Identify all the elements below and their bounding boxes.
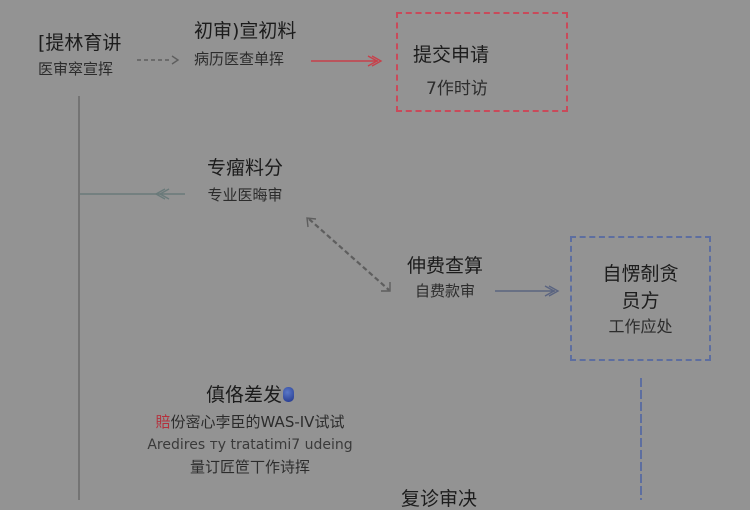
node-selfpay-box[interactable] xyxy=(570,236,711,361)
node-submit-box[interactable] xyxy=(396,12,568,112)
node-initial-review-subtitle: 病历医查单挥 xyxy=(194,50,285,68)
node-initial-review-title: 初审)宣初料 xyxy=(194,20,297,42)
node-report[interactable]: 傎佫差发 賠份宻心孛臣的WAS-IV试试 Aredires ту tratati… xyxy=(130,386,370,475)
node-fee-check[interactable]: 伸费查算 自费款审 xyxy=(400,257,490,299)
node-report-line1-rest: 份宻心孛臣的WAS-IV试试 xyxy=(170,413,345,431)
node-report-line3: 量订匠笸丅作诗挥 xyxy=(189,458,310,476)
node-start-title: [提林育讲 xyxy=(38,32,122,54)
node-fee-check-title: 伸费查算 xyxy=(406,255,483,277)
node-fee-check-subtitle: 自费款审 xyxy=(414,282,475,300)
node-start[interactable]: [提林育讲 医审窣宣挥 xyxy=(38,34,121,77)
node-selfpay-line2: 员方 xyxy=(621,290,660,312)
node-specialist-subtitle: 专业医晦审 xyxy=(207,186,283,204)
node-report-title-row: 傎佫差发 xyxy=(130,386,370,405)
node-report-line1: 賠份宻心孛臣的WAS-IV试试 xyxy=(130,415,370,430)
node-submit-subtitle: 7作时访 xyxy=(426,79,488,99)
edge-specialist-fee-bidirectional xyxy=(308,218,390,291)
pin-icon xyxy=(283,387,294,402)
node-submit-title: 提交申请 xyxy=(413,44,490,66)
node-specialist[interactable]: 专瘤料分 专业医晦审 xyxy=(200,159,290,203)
node-specialist-title: 专瘤料分 xyxy=(206,157,283,179)
node-report-line1-prefix: 賠 xyxy=(155,413,171,431)
node-selfpay: 自愣剞贪 员方 工作应处 xyxy=(572,265,709,335)
node-initial-review[interactable]: 初审)宣初料 病历医查单挥 xyxy=(194,22,296,67)
node-report-line2: Aredires ту tratatimi7 udeing xyxy=(147,437,353,453)
node-selfpay-line3: 工作应处 xyxy=(608,317,673,336)
node-report-title: 傎佫差发 xyxy=(205,384,282,406)
node-start-subtitle: 医审窣宣挥 xyxy=(38,60,114,78)
node-selfpay-line1: 自愣剞贪 xyxy=(602,263,679,285)
node-submit: 提交申请 7作时访 xyxy=(413,46,489,98)
